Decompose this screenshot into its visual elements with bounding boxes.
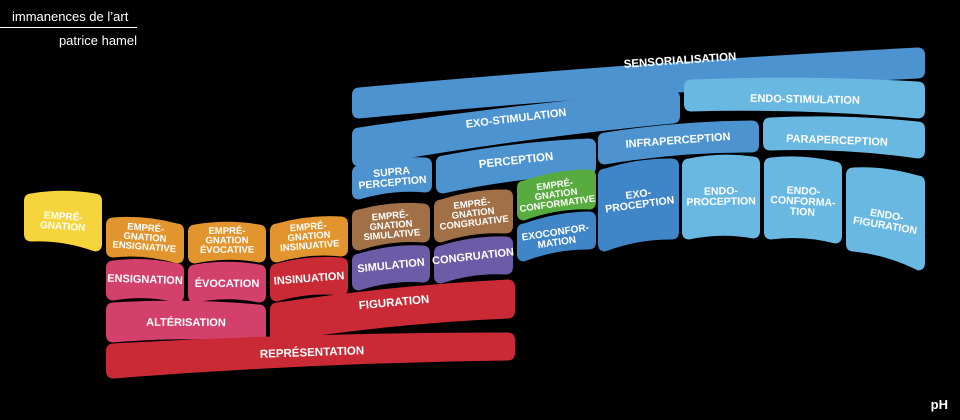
block-shape — [270, 216, 348, 263]
block-shape — [434, 236, 513, 284]
block-label: ENDO-PROCEPTION — [686, 185, 756, 209]
block-shape — [106, 332, 515, 379]
block-endofiguration: ENDO-FIGURATION — [846, 167, 925, 271]
block-shape — [188, 261, 266, 303]
block-endostimulation: ENDO-STIMULATION — [684, 77, 925, 119]
block-shape — [106, 259, 184, 303]
block-figuration: FIGURATION — [270, 279, 515, 342]
block-paraperception: PARAPERCEPTION — [763, 116, 925, 159]
block-supraperception: SUPRAPERCEPTION — [352, 157, 432, 200]
block-exostimulation: EXO-STIMULATION — [352, 90, 680, 167]
page-title: immanences de l’art — [12, 9, 129, 24]
block-shape — [352, 90, 680, 167]
block-simulation: SIMULATION — [352, 245, 430, 291]
block-label: ENDO-CONFORMA-TION — [769, 184, 836, 220]
block-shape — [764, 156, 842, 244]
block-perception: PERCEPTION — [436, 138, 596, 194]
block-shape — [106, 216, 184, 264]
block-label: ENSIGNATION — [107, 273, 183, 287]
block-congruation: CONGRUATION — [432, 236, 515, 284]
author-initials: pH — [930, 397, 948, 412]
block-label: EMPRÉ-GNATION — [40, 208, 87, 234]
block-infraperception: INFRAPERCEPTION — [598, 120, 759, 165]
block-shape — [684, 77, 925, 119]
block-insinuation: INSINUATION — [270, 256, 348, 302]
block-label: ÉVOCATION — [195, 277, 260, 290]
block-shape — [517, 211, 596, 262]
block-label: EMPRÉ-GNATIONINSINUATIVE — [278, 219, 340, 254]
block-exoperception: EXO-PROCEPTION — [598, 158, 679, 252]
block-shape — [434, 189, 513, 243]
block-label: INSINUATION — [273, 270, 344, 287]
block-shape — [270, 256, 348, 302]
block-shape — [352, 202, 430, 251]
block-label: EMPRÉ-GNATIONSIMULATIVE — [361, 208, 420, 243]
block-evocation: ÉVOCATION — [188, 261, 266, 303]
block-shape — [598, 158, 679, 252]
block-label: REPRÉSENTATION — [260, 344, 365, 361]
block-shape — [682, 154, 760, 240]
author-name: patrice hamel — [58, 33, 137, 48]
block-label: ALTÉRISATION — [146, 316, 226, 330]
block-shape — [352, 47, 925, 119]
block-imp-congru: EMPRÉ-GNATIONCONGRUATIVE — [434, 189, 513, 243]
block-representation: REPRÉSENTATION — [106, 332, 515, 379]
block-label: EMPRÉ-GNATIONENSIGNATIVE — [112, 220, 178, 255]
block-ensignation: ENSIGNATION — [106, 259, 184, 303]
block-sensorialisation: SENSORIALISATION — [352, 47, 925, 119]
block-impregnation: EMPRÉ-GNATION — [24, 190, 102, 252]
block-shape — [270, 279, 515, 342]
block-imp-insin: EMPRÉ-GNATIONINSINUATIVE — [270, 216, 348, 263]
block-shape — [436, 138, 596, 194]
block-shape — [846, 167, 925, 271]
block-exoconformation: EXOCONFOR-MATION — [517, 211, 596, 262]
block-imp-simul: EMPRÉ-GNATIONSIMULATIVE — [352, 202, 430, 251]
block-label: EMPRÉ-GNATIONCONFORMATIVE — [516, 175, 596, 215]
block-label: PARAPERCEPTION — [786, 133, 888, 149]
block-shape — [24, 190, 102, 252]
block-alterisation: ALTÉRISATION — [106, 300, 266, 343]
block-shape — [352, 157, 432, 200]
block-endoproception: ENDO-PROCEPTION — [682, 154, 760, 240]
block-shape — [352, 245, 430, 291]
block-shape — [188, 221, 266, 264]
block-imp-ensign: EMPRÉ-GNATIONENSIGNATIVE — [106, 216, 184, 264]
block-shape — [106, 300, 266, 343]
block-shape — [763, 116, 925, 159]
block-shape — [517, 169, 596, 221]
block-shape — [598, 120, 759, 165]
block-label: ENDO-STIMULATION — [750, 93, 860, 107]
block-endoconformation: ENDO-CONFORMA-TION — [764, 156, 842, 244]
block-imp-conform: EMPRÉ-GNATIONCONFORMATIVE — [516, 169, 596, 221]
title-divider — [0, 27, 137, 28]
